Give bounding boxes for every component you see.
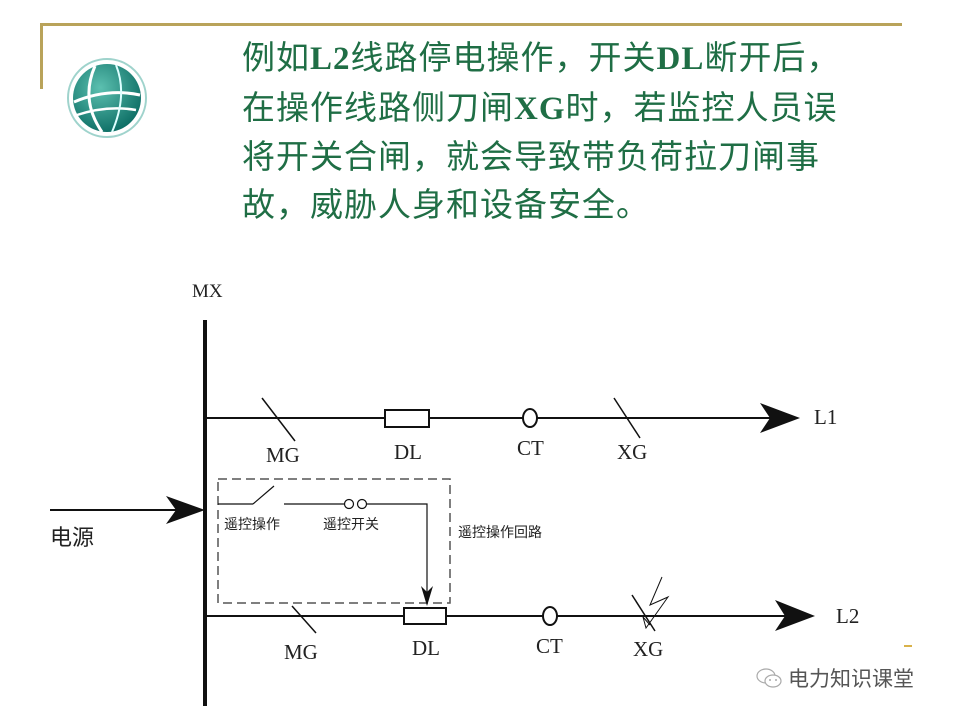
slide-frame-top	[40, 23, 902, 26]
description-paragraph: 例如L2线路停电操作，开关DL断开后， 在操作线路侧刀闸XG时，若监控人员误 将…	[242, 34, 840, 228]
label-ct-l1: CT	[517, 436, 544, 460]
label-mx: MX	[192, 281, 223, 302]
xg-switch-l1	[613, 397, 641, 439]
mg-switch-l1	[261, 397, 296, 442]
text: 故，威胁人身和设备安全。	[242, 184, 650, 224]
watermark: 电力知识课堂	[756, 663, 914, 693]
label-remote-switch: 遥控开关	[323, 517, 379, 533]
paragraph-line-1: 例如L2线路停电操作，开关DL断开后，	[242, 34, 840, 84]
remote-switch-contact	[343, 498, 355, 510]
label-l2: L2	[836, 604, 860, 628]
label-ct-l2: CT	[536, 634, 563, 658]
paragraph-line-3: 将开关合闸，就会导致带负荷拉刀闸事	[242, 133, 840, 181]
label-dl-l2: DL	[412, 636, 440, 660]
paragraph-line-2: 在操作线路侧刀闸XG时，若监控人员误	[242, 84, 840, 134]
label-xg-l2: XG	[633, 637, 664, 661]
text: 线路停电操作，开关	[350, 38, 657, 77]
label-xg-l1: XG	[617, 440, 648, 464]
dl-breaker-l2	[403, 607, 447, 625]
text: 时，若监控人员误	[565, 87, 838, 127]
label-dl-l1: DL	[394, 440, 422, 464]
label-mg-l2: MG	[284, 640, 318, 664]
label-remote-op: 遥控操作	[224, 517, 280, 533]
dl-breaker-l1	[384, 409, 430, 428]
remote-circuit-box	[217, 478, 451, 604]
text: L2	[310, 41, 351, 77]
text: 将开关合闸，就会导致带负荷拉刀闸事	[242, 137, 820, 176]
ct-l1	[522, 408, 538, 428]
label-mg-l1: MG	[266, 443, 300, 467]
xg-switch-l2	[631, 594, 656, 632]
arrow-l1	[760, 403, 800, 433]
mg-switch-l2	[291, 605, 317, 634]
state-grid-logo	[67, 58, 147, 138]
slide-frame-left	[40, 23, 43, 89]
source-arrow	[166, 496, 205, 524]
label-remote-circuit: 遥控操作回路	[458, 525, 542, 541]
ct-l2	[542, 606, 558, 626]
text: XG	[514, 90, 566, 127]
watermark-text: 电力知识课堂	[788, 667, 914, 691]
text: 断开后，	[704, 38, 841, 77]
remote-arrow	[421, 586, 433, 606]
paragraph-line-4: 故，威胁人身和设备安全。	[242, 181, 840, 229]
decorative-dash	[904, 645, 912, 647]
arc-lightning-icon	[642, 576, 670, 630]
wechat-icon	[756, 668, 782, 688]
remote-op-contact	[252, 485, 275, 505]
label-power-source: 电源	[50, 526, 95, 551]
label-l1: L1	[814, 405, 838, 429]
text: DL	[656, 41, 705, 77]
arrow-l2	[775, 600, 815, 631]
text: 在操作线路侧刀闸	[242, 87, 514, 127]
text: 例如	[242, 38, 310, 77]
